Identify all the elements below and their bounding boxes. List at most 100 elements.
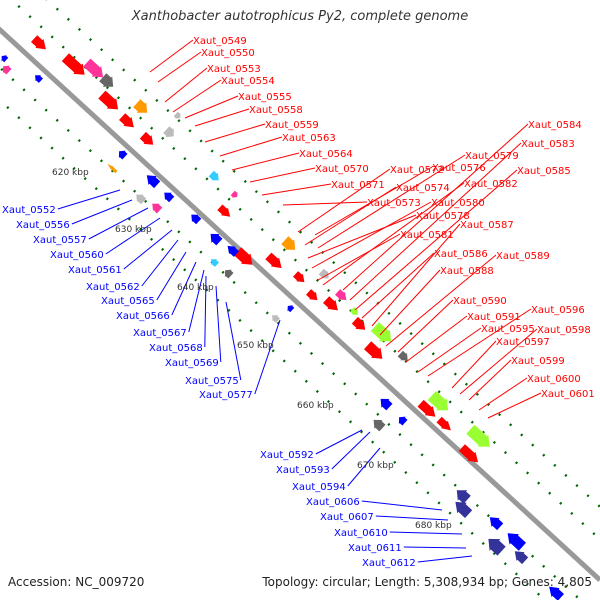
reverse-gene-label: Xaut_0567	[133, 328, 187, 339]
forward-gene-label: Xaut_0588	[440, 266, 494, 277]
forward-leader-line	[184, 95, 239, 119]
forward-gene-label: Xaut_0595	[481, 324, 535, 335]
reverse-leader-line	[254, 319, 281, 395]
forward-leader-line	[349, 142, 522, 301]
gene-feature-arrow	[83, 58, 104, 78]
reverse-leader-line	[389, 531, 463, 535]
forward-gene-label: Xaut_0571	[331, 180, 385, 191]
gene-feature-arrow	[380, 398, 393, 411]
forward-leader-line	[451, 340, 497, 389]
forward-leader-line	[297, 168, 391, 233]
forward-leader-line	[397, 299, 454, 353]
gene-feature-arrow	[265, 252, 282, 269]
gene-feature-arrow	[489, 517, 504, 531]
forward-gene-label: Xaut_0559	[265, 120, 319, 131]
reverse-gene-label: Xaut_0611	[348, 543, 402, 554]
gene-feature-arrow	[98, 90, 119, 110]
dotted-track	[17, 5, 600, 541]
kbp-tick-label: 630 kbp	[115, 225, 152, 235]
reverse-gene-label: Xaut_0577	[199, 390, 253, 401]
gene-feature-arrow	[549, 586, 564, 600]
gene-feature-arrow	[118, 150, 128, 160]
gene-feature-arrow	[208, 170, 219, 181]
gene-feature-arrow	[272, 315, 280, 323]
dotted-track	[45, 0, 600, 509]
gene-feature-arrow	[373, 419, 386, 432]
reverse-leader-line	[188, 269, 205, 333]
gene-feature-arrow	[191, 214, 202, 225]
forward-gene-label: Xaut_0573	[367, 198, 421, 209]
reverse-gene-label: Xaut_0593	[276, 465, 330, 476]
forward-leader-line	[371, 223, 461, 327]
forward-gene-label: Xaut_0589	[496, 251, 550, 262]
gene-feature-arrow	[31, 35, 46, 50]
gene-feature-arrow	[436, 416, 451, 431]
reverse-leader-line	[375, 515, 449, 521]
gene-feature-arrow	[227, 245, 239, 257]
forward-leader-line	[354, 169, 518, 311]
reverse-gene-label: Xaut_0592	[260, 450, 314, 461]
reverse-gene-label: Xaut_0612	[362, 558, 416, 569]
forward-gene-label: Xaut_0564	[299, 149, 353, 160]
gene-feature-arrow	[514, 551, 529, 565]
forward-leader-line	[405, 315, 468, 363]
kbp-tick-label: 680 kbp	[415, 521, 452, 531]
forward-gene-label: Xaut_0582	[464, 179, 518, 190]
gene-feature-arrow	[427, 391, 449, 411]
reverse-gene-label: Xaut_0552	[2, 205, 56, 216]
forward-gene-label: Xaut_0598	[537, 325, 591, 336]
forward-gene-label: Xaut_0590	[453, 296, 507, 307]
gene-feature-arrow	[224, 269, 234, 279]
reverse-leader-line	[156, 251, 187, 301]
reverse-leader-line	[105, 217, 161, 255]
forward-gene-label: Xaut_0600	[527, 374, 581, 385]
forward-leader-line	[219, 136, 283, 157]
reverse-gene-label: Xaut_0565	[101, 296, 155, 307]
forward-gene-label: Xaut_0572	[390, 165, 444, 176]
accession-text: Accession: NC_009720	[8, 575, 145, 589]
gene-feature-arrow	[173, 111, 181, 119]
forward-gene-label: Xaut_0597	[496, 337, 550, 348]
gene-feature-arrow	[35, 75, 43, 83]
reverse-gene-label: Xaut_0562	[86, 282, 140, 293]
reverse-leader-line	[361, 500, 443, 511]
gene-feature-arrow	[287, 305, 295, 313]
gene-feature-arrow	[417, 399, 436, 417]
forward-gene-label: Xaut_0581	[400, 230, 454, 241]
kbp-tick-label: 650 kbp	[237, 341, 274, 351]
forward-gene-label: Xaut_0583	[521, 139, 575, 150]
forward-leader-line	[317, 233, 401, 281]
forward-gene-label: Xaut_0555	[238, 92, 292, 103]
gene-feature-arrow	[318, 268, 329, 279]
kbp-tick-label: 640 kbp	[177, 283, 214, 293]
forward-gene-label: Xaut_0563	[282, 133, 336, 144]
reverse-gene-label: Xaut_0560	[50, 250, 104, 261]
dotted-track	[0, 66, 582, 600]
forward-gene-label: Xaut_0570	[315, 164, 369, 175]
gene-feature-arrow	[230, 190, 238, 198]
forward-leader-line	[487, 392, 542, 419]
map-title: Xanthobacter autotrophicus Py2, complete…	[131, 9, 469, 24]
gene-feature-arrow	[2, 65, 12, 75]
forward-gene-label: Xaut_0550	[201, 48, 255, 59]
forward-leader-line	[427, 308, 532, 377]
reverse-leader-line	[57, 189, 121, 210]
forward-leader-line	[204, 123, 266, 143]
summary-text: Topology: circular; Length: 5,308,934 bp…	[262, 575, 592, 589]
forward-leader-line	[149, 39, 194, 73]
gene-feature-arrow	[466, 424, 490, 447]
forward-gene-label: Xaut_0558	[249, 105, 303, 116]
gene-feature-arrow	[351, 316, 366, 330]
gene-feature-arrow	[370, 322, 392, 342]
kbp-tick-label: 660 kbp	[297, 401, 334, 411]
gene-feature-arrow	[456, 490, 471, 504]
reverse-leader-line	[315, 429, 363, 455]
reverse-leader-line	[417, 555, 473, 563]
reverse-leader-line	[215, 285, 222, 363]
forward-leader-line	[317, 154, 466, 249]
gene-feature-arrow	[107, 163, 118, 174]
label-leader-lines	[57, 39, 542, 563]
forward-leader-line	[282, 201, 368, 206]
forward-leader-line	[379, 269, 441, 336]
